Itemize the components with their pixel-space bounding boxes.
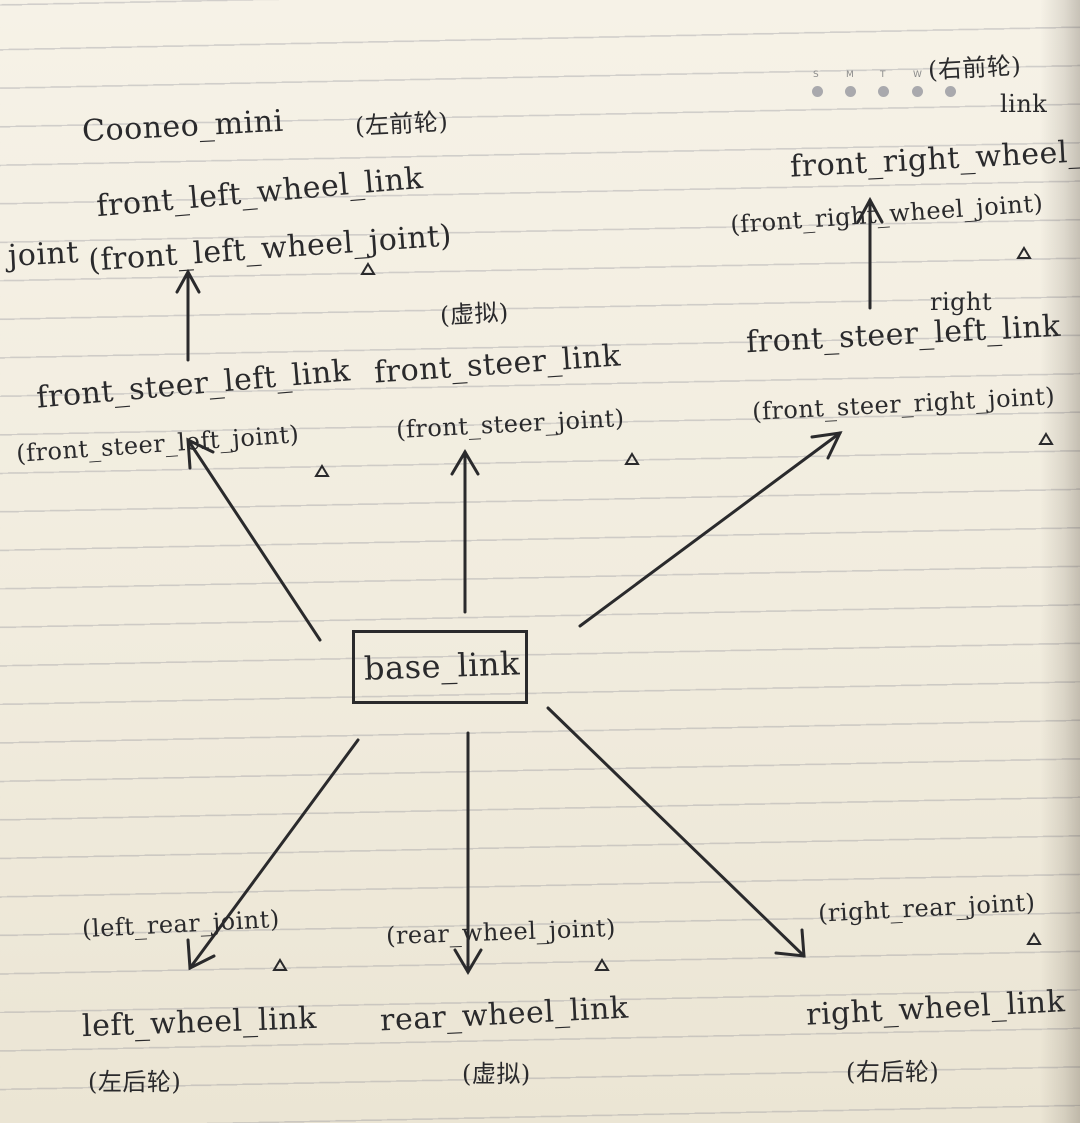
front-steer-note: (虚拟) [439,298,510,330]
triangle-marker [1016,246,1032,259]
arrowhead [450,449,480,476]
base-link-box [352,630,528,704]
triangle-marker [624,452,640,465]
arrowhead [186,938,216,971]
arrowhead [186,437,215,470]
calendar-dot [812,86,823,97]
calendar-day: W [913,70,922,80]
front-steer-right-correction: right [930,288,993,316]
right-wheel-note: (右后轮) [846,1058,940,1086]
calendar-dot [845,86,856,97]
front-left-wheel-joint-prefix: joint [7,235,80,274]
calendar-dot [912,86,923,97]
calendar-dot [945,86,956,97]
calendar-day: M [846,70,854,80]
arrowhead [856,196,884,224]
page-binding-shadow [1040,0,1080,1123]
robot-note: (左前轮) [354,107,449,141]
front-right-wheel-note: (右前轮) [927,51,1022,85]
arrowhead [810,431,843,460]
arrow-base-to-right-wheel [546,706,806,958]
arrowhead [774,928,806,958]
base-link-label: base_link [363,644,521,688]
arrow-base-to-front-steer-right [578,431,842,628]
triangle-marker [1026,932,1042,945]
arrowhead [175,268,201,294]
left-wheel-label: left_wheel_link [81,1000,318,1045]
triangle-marker [360,262,376,275]
front-right-wheel-label-suffix: link [1000,90,1048,118]
calendar-day: S [813,70,819,80]
calendar-day: T [880,70,886,80]
triangle-marker [314,464,330,477]
arrow-base-to-front-steer-left [186,438,322,642]
left-wheel-note: (左后轮) [88,1068,182,1096]
arrowhead [453,948,483,975]
calendar-dot [878,86,889,97]
rear-wheel-note: (虚拟) [462,1060,531,1088]
calendar-strip: S M T W [808,70,968,104]
triangle-marker [272,958,288,971]
arrow-base-to-left-wheel [188,738,360,970]
triangle-marker [594,958,610,971]
triangle-marker [1038,432,1054,445]
